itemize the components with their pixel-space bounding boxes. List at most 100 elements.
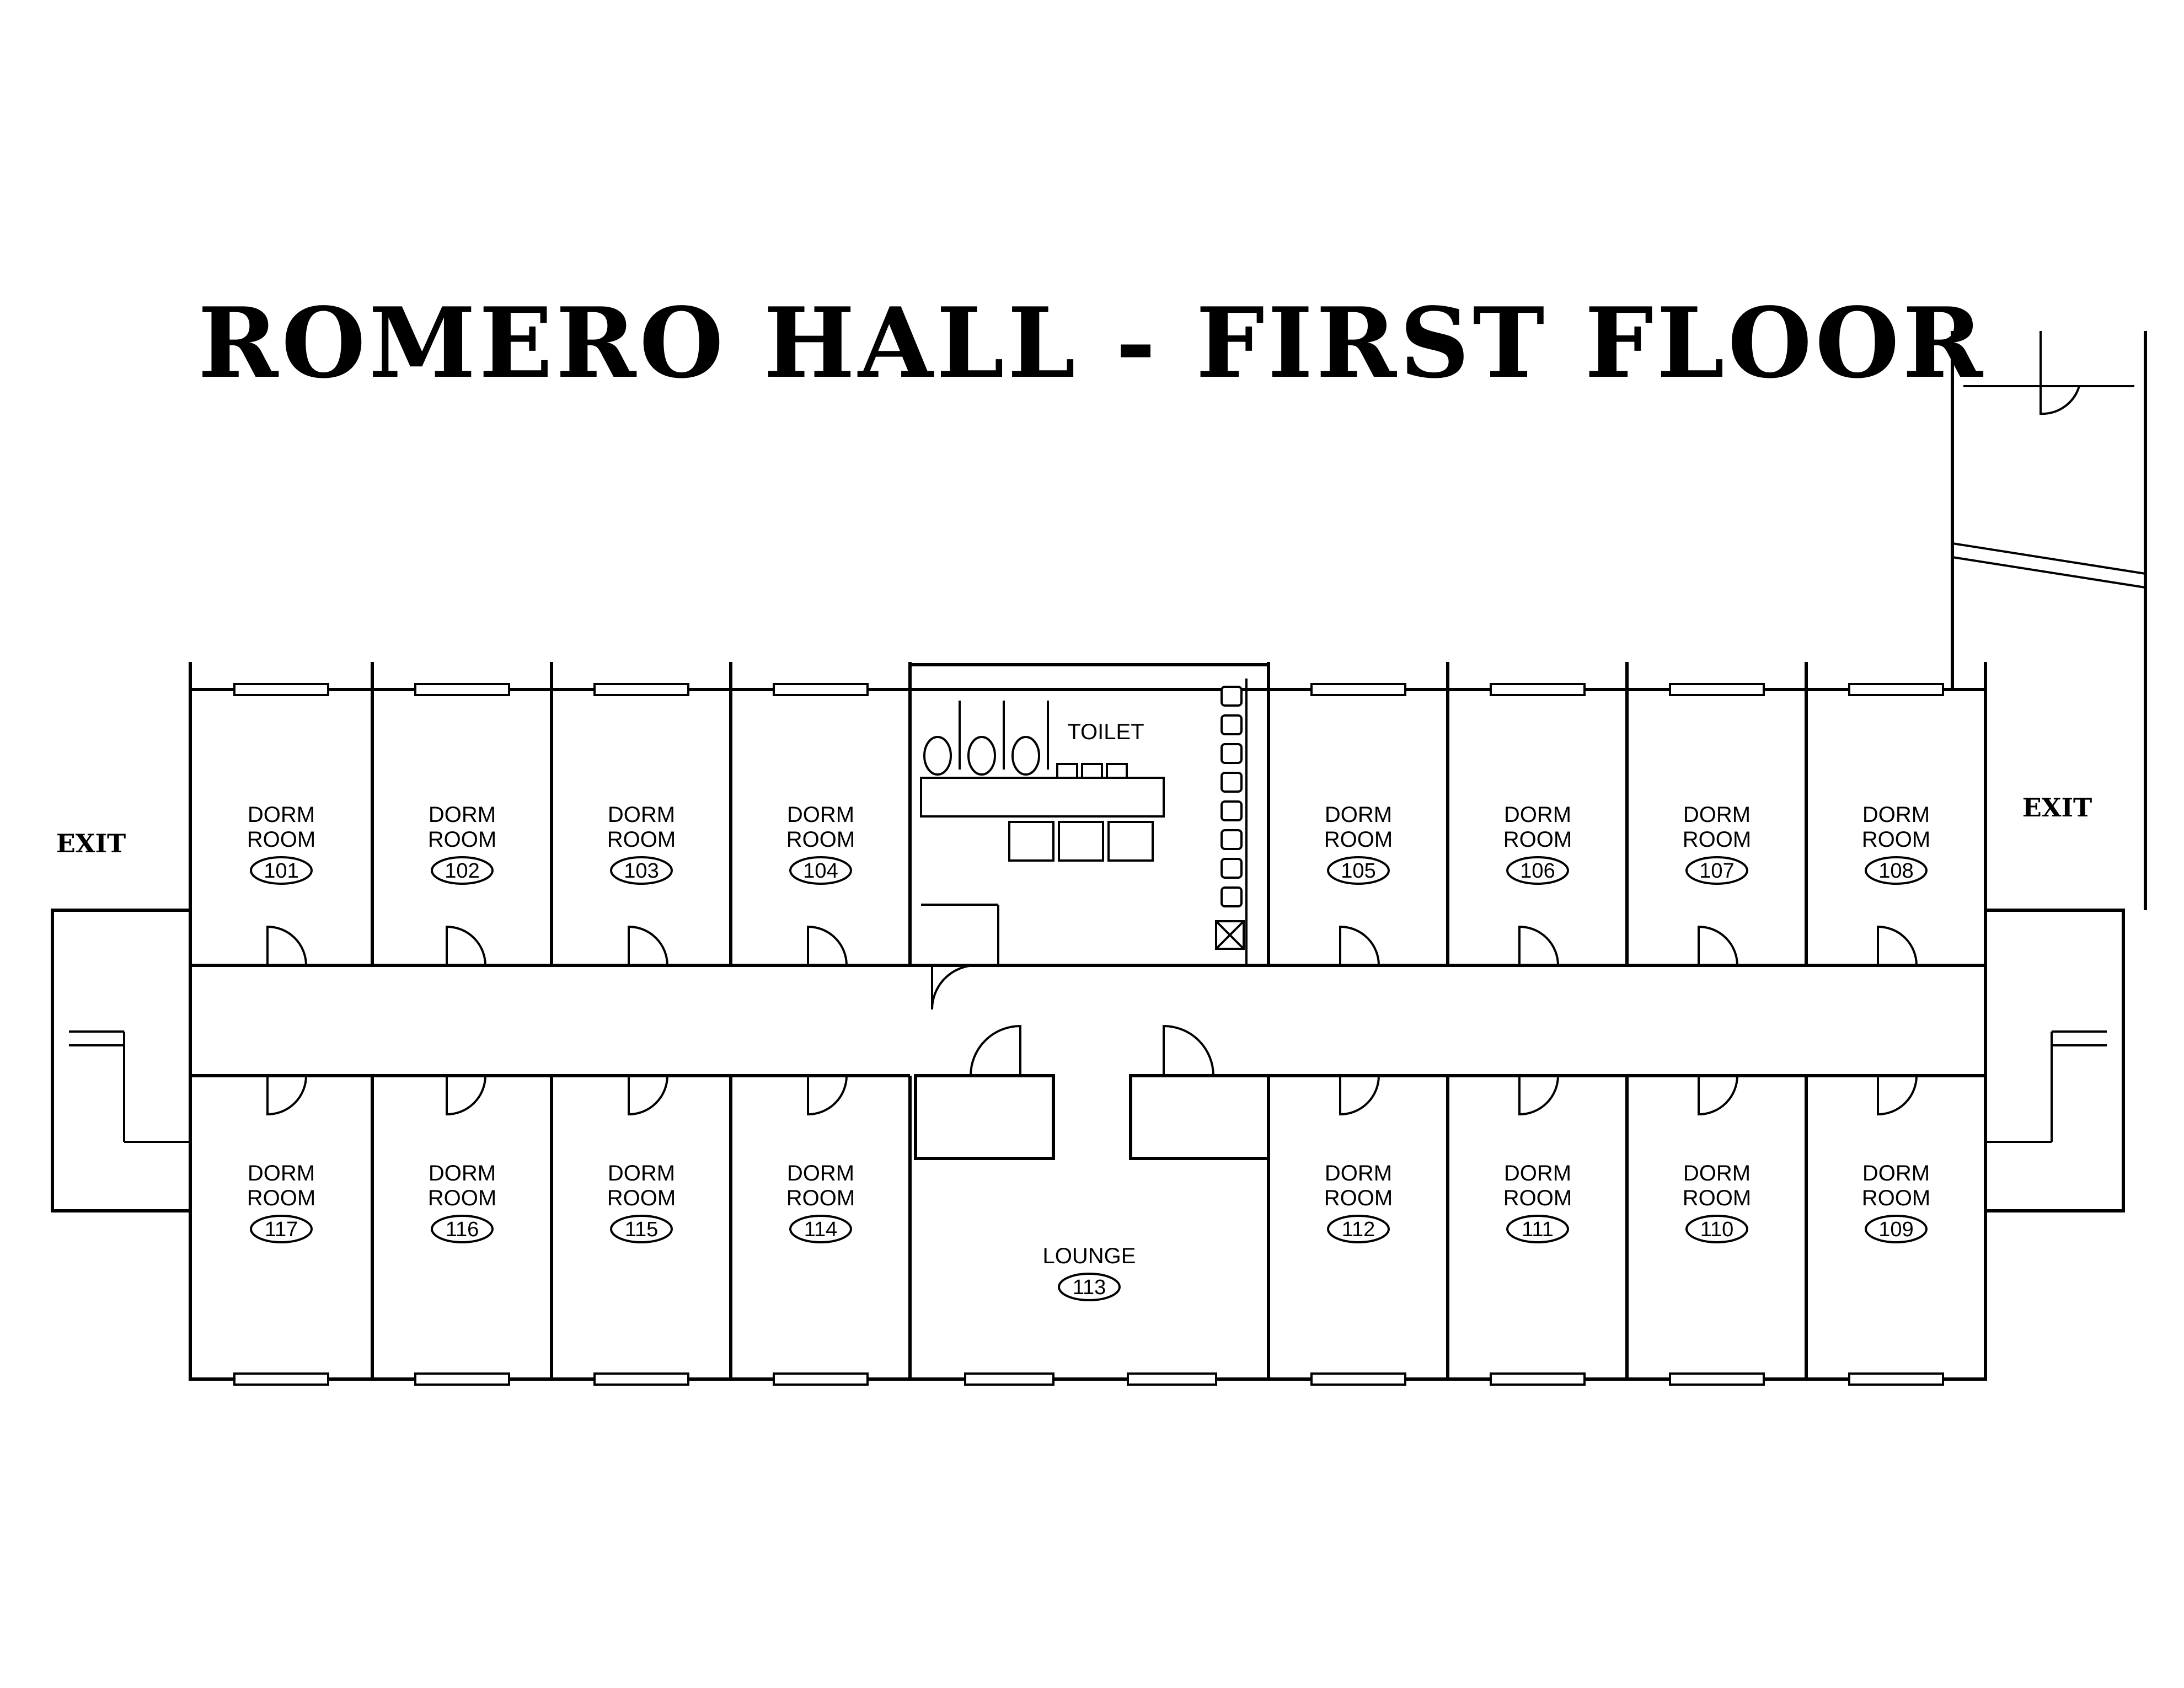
toilet-fixtures: [923, 686, 1245, 950]
room-number: 117: [265, 1218, 298, 1241]
room-number-badge: [1685, 1215, 1748, 1243]
toilet-fixture: [1011, 736, 1040, 776]
window: [414, 1372, 510, 1386]
window: [593, 683, 689, 696]
window: [414, 683, 510, 696]
room-type-label: DORM: [1504, 1161, 1571, 1185]
room-type-label: ROOM: [247, 1186, 315, 1210]
door: [1339, 1075, 1380, 1116]
room-type-label: DORM: [1325, 1161, 1392, 1185]
room-type-label: DORM: [608, 1161, 675, 1185]
room-number-badge: [610, 1215, 673, 1243]
door: [807, 1075, 848, 1116]
room-type-label: ROOM: [607, 827, 676, 852]
window: [1490, 683, 1586, 696]
room-type-label: DORM: [787, 1161, 854, 1185]
window: [964, 1372, 1054, 1386]
room-type-label: ROOM: [1503, 1186, 1572, 1210]
room-type-label: DORM: [1504, 803, 1571, 827]
room-number: 114: [804, 1218, 838, 1241]
locker: [1221, 829, 1243, 850]
room-number-badge: [1506, 856, 1569, 885]
window: [1310, 683, 1406, 696]
room-type-label: ROOM: [786, 1186, 855, 1210]
room-number-badge: [1865, 856, 1928, 885]
door: [266, 1075, 307, 1116]
room-number-badge: [1058, 1273, 1121, 1301]
door: [807, 925, 848, 966]
room-type-label: DORM: [1862, 803, 1930, 827]
window: [233, 1372, 329, 1386]
door: [1877, 925, 1918, 966]
room-type-label: ROOM: [607, 1186, 676, 1210]
room-number-badge: [1327, 856, 1390, 885]
window: [1127, 1372, 1217, 1386]
room-number: 106: [1520, 859, 1555, 883]
room-type-label: ROOM: [786, 827, 855, 852]
shower-stall: [1008, 821, 1054, 862]
room-number: 104: [803, 859, 838, 883]
room-number: 115: [625, 1218, 659, 1241]
building-walls: [51, 331, 2147, 1381]
exit-label-east: EXIT: [2022, 793, 2092, 822]
door: [266, 925, 307, 966]
room-type-label: ROOM: [428, 1186, 496, 1210]
room-type-label: DORM: [608, 803, 675, 827]
exit-label-west: EXIT: [56, 829, 126, 858]
window: [773, 1372, 869, 1386]
room-type-label: ROOM: [1324, 1186, 1393, 1210]
sink: [1081, 763, 1103, 779]
door: [446, 1075, 486, 1116]
room-number-badge: [431, 856, 494, 885]
room-type-label: ROOM: [1862, 827, 1930, 852]
room-type-label: ROOM: [1862, 1186, 1930, 1210]
room-number: 105: [1341, 859, 1375, 883]
closet-mark: [1215, 920, 1245, 950]
doors: [266, 331, 2080, 1116]
room-type-label: ROOM: [247, 827, 315, 852]
door: [2040, 331, 2080, 415]
room-number: 111: [1522, 1218, 1554, 1241]
window: [1490, 1372, 1586, 1386]
lounge-room-number: 113: [1073, 1276, 1106, 1299]
room-type-label: DORM: [1862, 1161, 1930, 1185]
window: [1669, 683, 1765, 696]
locker: [1221, 743, 1243, 764]
door: [446, 925, 486, 966]
room-number-badge: [431, 1215, 494, 1243]
toilet-label: TOILET: [1067, 720, 1144, 744]
window: [1848, 683, 1944, 696]
room-number: 112: [1342, 1218, 1375, 1241]
room-type-label: DORM: [787, 803, 854, 827]
door: [1163, 1024, 1214, 1076]
room-number: 116: [446, 1218, 479, 1241]
window: [1848, 1372, 1944, 1386]
door: [1877, 1075, 1918, 1116]
window: [233, 683, 329, 696]
room-number: 101: [264, 859, 298, 883]
room-type-label: DORM: [429, 1161, 496, 1185]
room-number-badge: [250, 856, 313, 885]
room-number-badge: [789, 856, 852, 885]
windows: [233, 683, 1944, 1386]
dorm-rooms: DORMROOM101DORMROOM102DORMROOM103DORMROO…: [247, 803, 1930, 1243]
shower-stall: [1107, 821, 1154, 862]
door: [1339, 925, 1380, 966]
room-type-label: ROOM: [1503, 827, 1572, 852]
room-number: 110: [1700, 1218, 1734, 1241]
room-number: 109: [1878, 1218, 1913, 1241]
